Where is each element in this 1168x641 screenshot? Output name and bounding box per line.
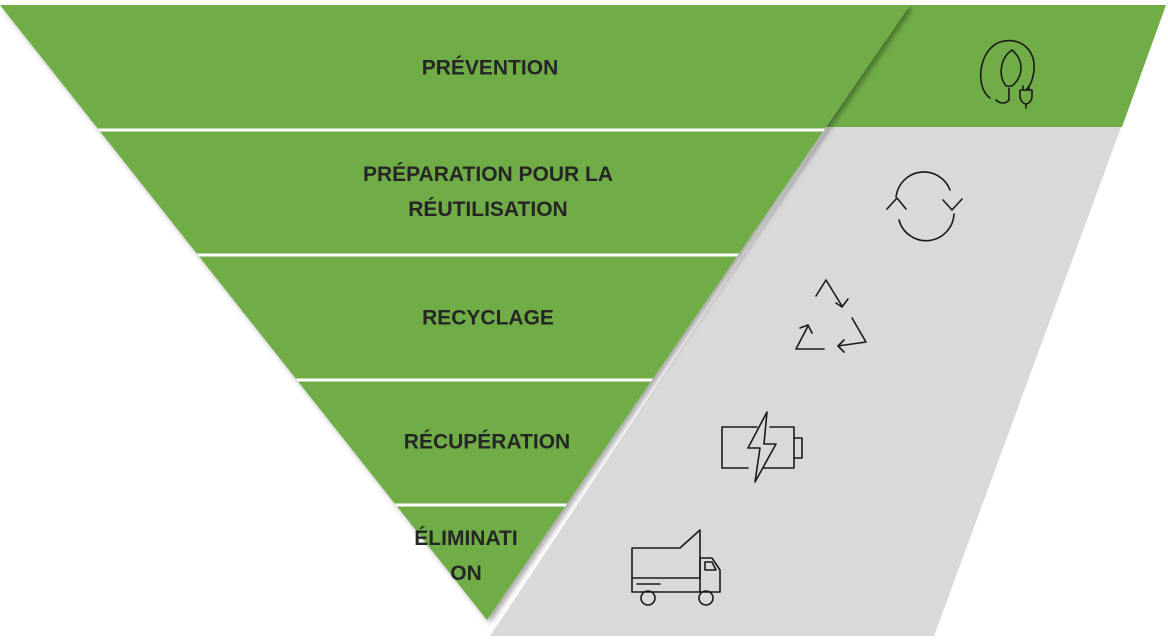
level-label-line: RECYCLAGE <box>422 306 554 330</box>
leaf-plug-icon <box>979 39 1035 109</box>
green-band-top <box>826 5 1166 127</box>
level-label-recuperation: RÉCUPÉRATION <box>404 425 570 460</box>
dump-truck-icon <box>631 529 721 606</box>
level-label-elimination: ÉLIMINATI ON <box>414 521 517 591</box>
level-label-line: ÉLIMINATI <box>414 527 518 550</box>
level-label-line: RÉUTILISATION <box>408 198 568 221</box>
recycle-icon <box>795 279 867 353</box>
level-label-recyclage: RECYCLAGE <box>422 301 554 336</box>
battery-charging-icon <box>721 411 803 483</box>
cycle-arrows-icon <box>886 171 963 242</box>
level-label-line: PRÉPARATION POUR LA <box>362 163 614 186</box>
gray-band <box>490 5 1166 636</box>
level-label-line: ON <box>450 562 482 585</box>
level-label-line: PRÉVENTION <box>421 56 559 80</box>
level-label-preparation-reutilisation: PRÉPARATION POUR LA RÉUTILISATION <box>363 157 613 227</box>
pyramid-triangle <box>0 5 910 620</box>
level-label-prevention: PRÉVENTION <box>422 51 559 86</box>
level-label-line: RÉCUPÉRATION <box>403 430 571 454</box>
